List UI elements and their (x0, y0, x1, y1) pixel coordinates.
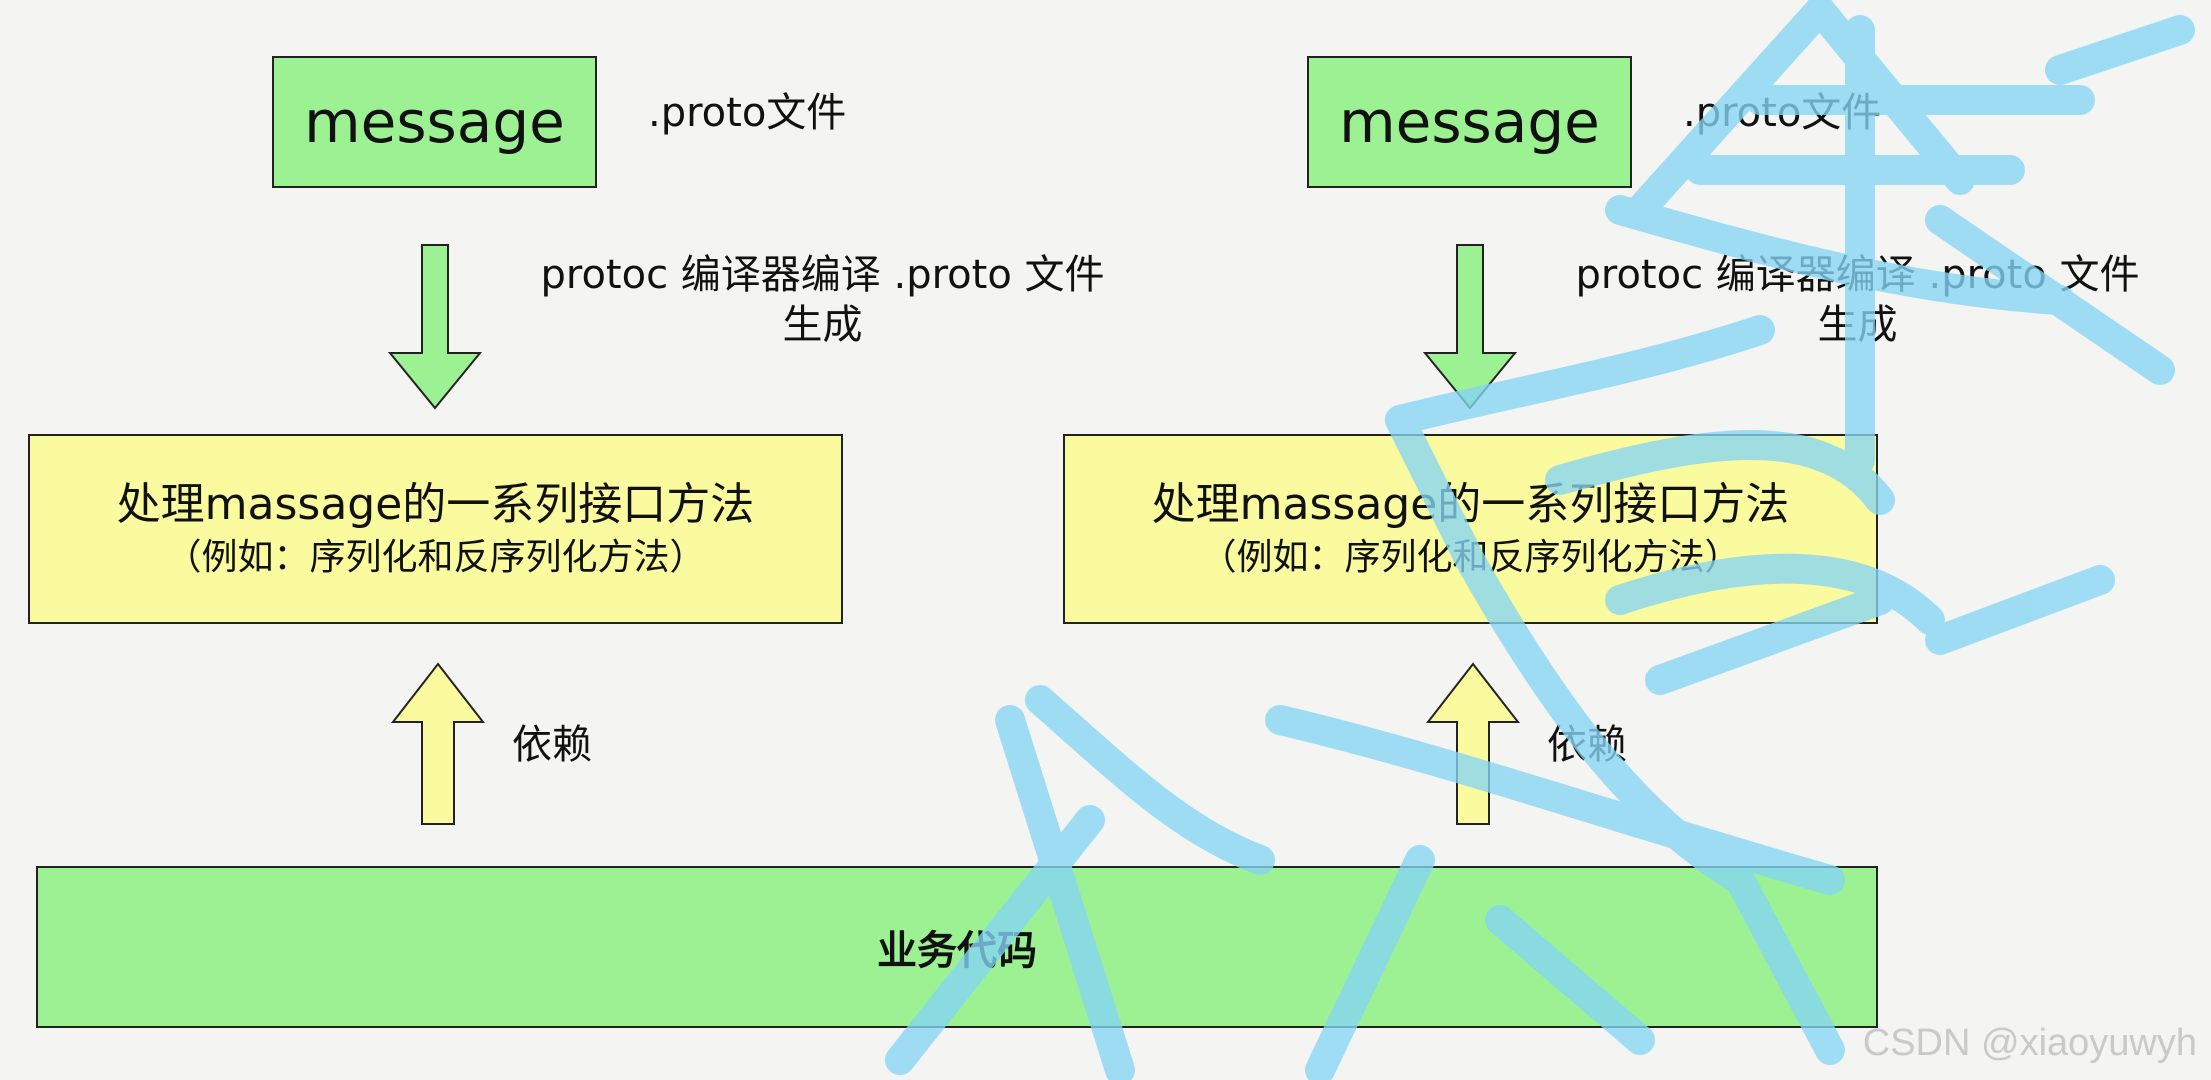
message-box-right: message (1307, 56, 1632, 188)
compile-label-right: protoc 编译器编译 .proto 文件 生成 (1565, 250, 2150, 350)
interface-methods-box-right: 处理massage的一系列接口方法 （例如：序列化和反序列化方法） (1063, 434, 1878, 624)
interface-methods-box-left: 处理massage的一系列接口方法 （例如：序列化和反序列化方法） (28, 434, 843, 624)
proto-file-label: .proto文件 (1683, 90, 1882, 136)
interface-methods-title: 处理massage的一系列接口方法 (1151, 479, 1790, 530)
proto-file-label: .proto文件 (648, 90, 847, 136)
footer-watermark: CSDN @xiaoyuwyh (1862, 1022, 2197, 1064)
up-arrow-right (1425, 662, 1521, 825)
message-label: message (1339, 88, 1600, 156)
interface-methods-title: 处理massage的一系列接口方法 (116, 479, 755, 530)
depends-label-right: 依赖 (1547, 722, 1627, 768)
interface-methods-subtitle: （例如：序列化和反序列化方法） (1200, 537, 1741, 578)
depends-label-left: 依赖 (512, 722, 592, 768)
compile-label-line2: 生成 (1817, 302, 1898, 348)
up-arrow-left (390, 662, 486, 825)
interface-methods-subtitle: （例如：序列化和反序列化方法） (165, 537, 706, 578)
compile-label-line2: 生成 (782, 302, 863, 348)
business-code-label: 业务代码 (877, 928, 1037, 974)
compile-label-line1: protoc 编译器编译 .proto 文件 (540, 252, 1105, 298)
compile-label-left: protoc 编译器编译 .proto 文件 生成 (530, 250, 1115, 350)
message-box-left: message (272, 56, 597, 188)
down-arrow-left (387, 244, 483, 410)
message-label: message (304, 88, 565, 156)
down-arrow-right (1422, 244, 1518, 410)
business-code-box: 业务代码 (36, 866, 1878, 1028)
compile-label-line1: protoc 编译器编译 .proto 文件 (1575, 252, 2140, 298)
